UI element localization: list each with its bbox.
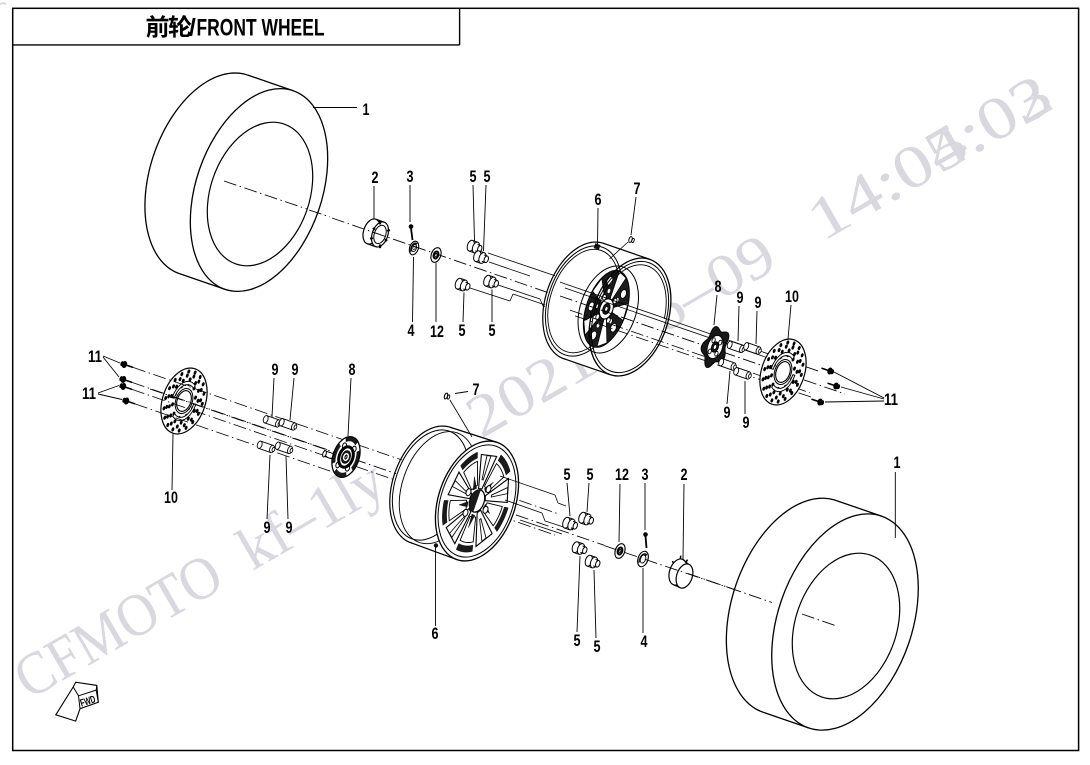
- svg-text:7: 7: [634, 180, 641, 198]
- svg-text:5: 5: [564, 466, 571, 484]
- svg-text:10: 10: [785, 288, 799, 306]
- svg-text:9: 9: [264, 519, 271, 537]
- svg-text:1: 1: [363, 101, 370, 119]
- svg-text:6: 6: [432, 625, 439, 643]
- svg-text:5: 5: [484, 168, 491, 186]
- svg-text:5: 5: [594, 638, 601, 656]
- svg-text:9: 9: [272, 361, 279, 379]
- svg-text:9: 9: [292, 361, 299, 379]
- svg-text:8: 8: [349, 361, 356, 379]
- svg-text:4: 4: [408, 322, 416, 340]
- svg-text:5: 5: [470, 168, 477, 186]
- svg-text:12: 12: [430, 323, 444, 341]
- svg-text:2: 2: [681, 466, 688, 484]
- svg-text:3: 3: [407, 168, 414, 186]
- svg-text:4: 4: [641, 633, 649, 651]
- svg-text:/: /: [189, 15, 196, 42]
- svg-text:7: 7: [473, 381, 480, 399]
- svg-text:9: 9: [737, 289, 744, 307]
- svg-text:5: 5: [489, 322, 496, 340]
- svg-text:2: 2: [372, 169, 379, 187]
- svg-text:5: 5: [587, 466, 594, 484]
- svg-text:FRONT WHEEL: FRONT WHEEL: [197, 15, 325, 42]
- svg-text:10: 10: [164, 489, 178, 507]
- svg-text:8: 8: [715, 278, 722, 296]
- svg-text:9: 9: [743, 414, 750, 432]
- svg-text:1: 1: [894, 454, 901, 472]
- svg-text:9: 9: [724, 404, 731, 422]
- svg-text:9: 9: [286, 519, 293, 537]
- svg-text:11: 11: [82, 385, 96, 403]
- svg-text:11: 11: [884, 391, 898, 409]
- svg-text:5: 5: [459, 322, 466, 340]
- svg-text:5: 5: [574, 632, 581, 650]
- svg-text:6: 6: [595, 191, 602, 209]
- svg-text:9: 9: [755, 294, 762, 312]
- svg-text:12: 12: [615, 466, 629, 484]
- svg-text:3: 3: [642, 466, 649, 484]
- svg-text:11: 11: [88, 348, 102, 366]
